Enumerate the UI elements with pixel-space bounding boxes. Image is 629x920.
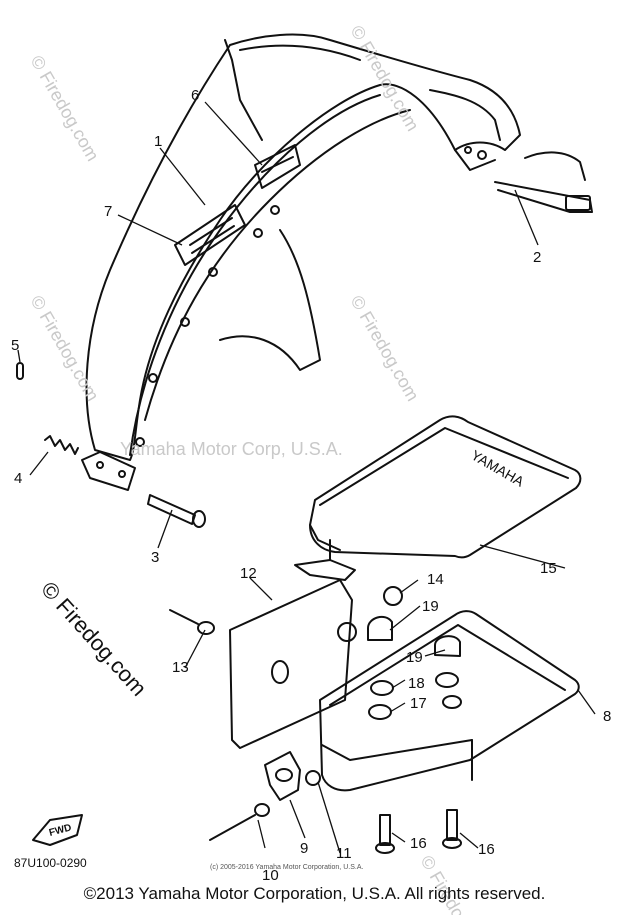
callout-6: 6: [191, 87, 199, 104]
callout-9: 9: [300, 840, 308, 857]
watermarks: © Firedog.com © Firedog.com © Firedog.co…: [27, 22, 493, 920]
callout-7: 7: [104, 203, 112, 220]
clip-part-2: [494, 151, 593, 213]
drawing-code: 87U100-0290: [14, 856, 87, 870]
fwd-label: FWD: [48, 822, 73, 839]
callout-16b: 16: [478, 841, 495, 858]
fwd-arrow-icon: [32, 814, 83, 846]
fender-part-1: [85, 33, 521, 461]
decal-part-6: [254, 144, 301, 189]
copyright-notice: ©2013 Yamaha Motor Corporation, U.S.A. A…: [83, 884, 546, 903]
callout-19a: 19: [422, 598, 439, 615]
site-label: © Firedog.com: [36, 577, 151, 701]
callout-2: 2: [533, 249, 541, 266]
callout-17: 17: [410, 695, 427, 712]
watermark-4: © Firedog.com: [347, 292, 423, 404]
decal-part-7: [174, 204, 246, 266]
box-cover-part-15: YAMAHA: [309, 415, 582, 559]
grommet: [337, 622, 357, 642]
callout-16a: 16: [410, 835, 427, 852]
washer-part-11: [305, 770, 321, 786]
hinge-plate: [81, 451, 136, 491]
box-tray-part-8: [319, 610, 580, 792]
leader-lines: [17, 101, 596, 854]
cover-bracket: [294, 539, 356, 581]
callout-4: 4: [14, 470, 22, 487]
callout-10: 10: [262, 867, 279, 884]
pin-part-3: [147, 494, 206, 528]
watermark-center: Yamaha Motor Corp, U.S.A.: [120, 439, 343, 459]
callout-1: 1: [154, 133, 162, 150]
watermark-3: © Firedog.com: [27, 292, 103, 404]
bolt-part-16: [375, 809, 462, 854]
callout-14: 14: [427, 571, 444, 588]
svg-text:YAMAHA: YAMAHA: [469, 447, 528, 490]
bracket-part-9: [264, 751, 301, 801]
screw-part-10: [209, 803, 270, 841]
fine-print: (c) 2005-2016 Yamaha Motor Corporation, …: [210, 864, 364, 871]
cap-nut-part-19: [367, 615, 461, 657]
callout-18: 18: [408, 675, 425, 692]
callout-3: 3: [151, 549, 159, 566]
screw-part-13: [169, 609, 215, 635]
pin-part-5: [16, 362, 24, 380]
callout-15: 15: [540, 560, 557, 577]
callout-19b: 19: [406, 649, 423, 666]
callout-8: 8: [603, 708, 611, 725]
callout-11: 11: [336, 845, 352, 862]
watermark-1: © Firedog.com: [27, 52, 103, 164]
washer-part-14: [383, 586, 403, 606]
callout-13: 13: [172, 659, 189, 676]
plate-part-12: [229, 579, 353, 749]
callout-12: 12: [240, 565, 257, 582]
callout-numbers: 1 2 3 4 5 6 7 8 9 10 11 12 13 14 15 16 1…: [11, 87, 611, 884]
spring-part-4: [44, 435, 79, 455]
callout-5: 5: [11, 337, 19, 354]
